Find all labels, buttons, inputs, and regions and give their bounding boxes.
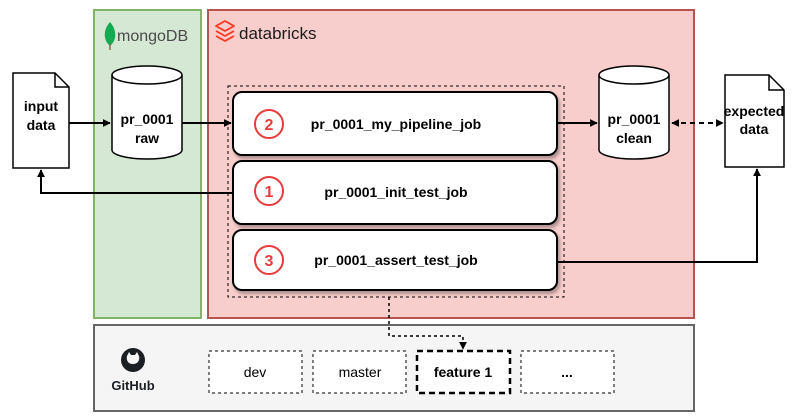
expected-data-line-1: expected [724, 103, 785, 119]
github-label: GitHub [111, 378, 154, 393]
input-data-line-1: input [24, 98, 59, 114]
arrow-jobs-to-feature-branch [388, 297, 467, 350]
input-data-line-2: data [27, 117, 56, 133]
mongodb-label: mongoDB [117, 28, 188, 45]
branch-more[interactable]: ... [520, 350, 615, 394]
jobs-group [227, 85, 565, 298]
github-logo: GitHub [111, 348, 155, 393]
databricks-label: databricks [239, 24, 316, 43]
job-my-pipeline[interactable]: 2 pr_0001_my_pipeline_job [232, 91, 558, 156]
clean-database-line-2: clean [616, 130, 652, 146]
branch-label: feature 1 [434, 364, 493, 380]
job-step-badge [254, 109, 284, 139]
job-step-number: 3 [265, 253, 274, 270]
databricks-logo: databricks [215, 20, 316, 43]
mongodb-panel [93, 9, 202, 319]
clean-database-line-1: pr_0001 [608, 111, 661, 127]
expected-data-document: expected data [724, 74, 785, 168]
databricks-stack-icon [215, 20, 235, 42]
branch-feature-1[interactable]: feature 1 [415, 349, 512, 395]
mongodb-leaf-icon [104, 22, 116, 46]
branch-master[interactable]: master [312, 350, 407, 394]
job-label: pr_0001_assert_test_job [314, 252, 477, 268]
branch-dev[interactable]: dev [208, 350, 303, 394]
expected-data-line-2: data [740, 121, 769, 137]
job-assert-test[interactable]: 3 pr_0001_assert_test_job [232, 229, 558, 291]
job-step-number: 1 [265, 184, 274, 201]
raw-database-line-2: raw [135, 130, 159, 146]
job-label: pr_0001_init_test_job [324, 184, 467, 200]
job-init-test[interactable]: 1 pr_0001_init_test_job [232, 160, 558, 225]
input-data-document: input data [12, 72, 70, 169]
job-label: pr_0001_my_pipeline_job [311, 116, 481, 132]
mongodb-logo: mongoDB [104, 22, 188, 50]
raw-database-line-1: pr_0001 [121, 111, 174, 127]
arrow-assert-to-expected [557, 168, 761, 263]
arrow-init-to-input [37, 169, 233, 194]
job-step-badge [254, 176, 284, 206]
job-step-badge [254, 245, 284, 275]
branch-label: ... [561, 364, 573, 380]
clean-database-cylinder: pr_0001 clean [598, 65, 670, 160]
branch-label: dev [244, 364, 267, 380]
branch-label: master [339, 364, 382, 380]
raw-database-cylinder: pr_0001 raw [111, 65, 183, 160]
job-step-number: 2 [265, 117, 274, 134]
